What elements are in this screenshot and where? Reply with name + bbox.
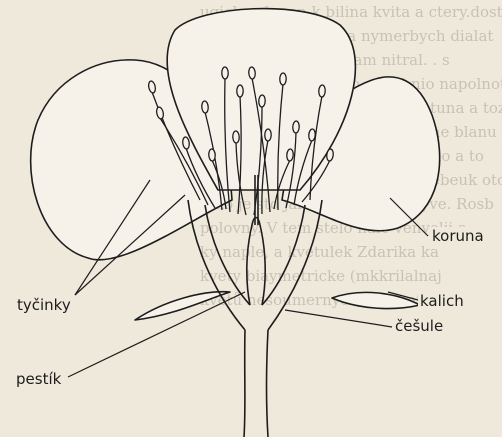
stamen-anther: [280, 73, 287, 85]
stamen-anther: [233, 131, 240, 143]
leader-pestik: [68, 292, 245, 377]
stamen-anther: [318, 85, 325, 97]
stamen-anther: [208, 149, 215, 161]
label-kalich: kalich: [418, 292, 466, 310]
stamen-anther: [286, 149, 293, 161]
label-pestik: pestík: [14, 370, 63, 388]
stamen-anther: [293, 121, 300, 133]
label-tycinky: tyčinky: [15, 296, 73, 314]
label-koruna: koruna: [430, 227, 486, 245]
pistil: [247, 218, 265, 306]
leader-cesule: [285, 310, 392, 327]
stamen-anther: [259, 95, 266, 107]
stamen-anther: [222, 67, 229, 79]
label-cesule: češule: [393, 317, 445, 335]
stamen-anther: [248, 67, 255, 79]
stamen-anther: [237, 85, 244, 97]
stamen-anther: [201, 101, 208, 113]
sepal-right: [332, 292, 420, 308]
stalk: [244, 330, 268, 437]
stamen-anther: [265, 129, 272, 141]
